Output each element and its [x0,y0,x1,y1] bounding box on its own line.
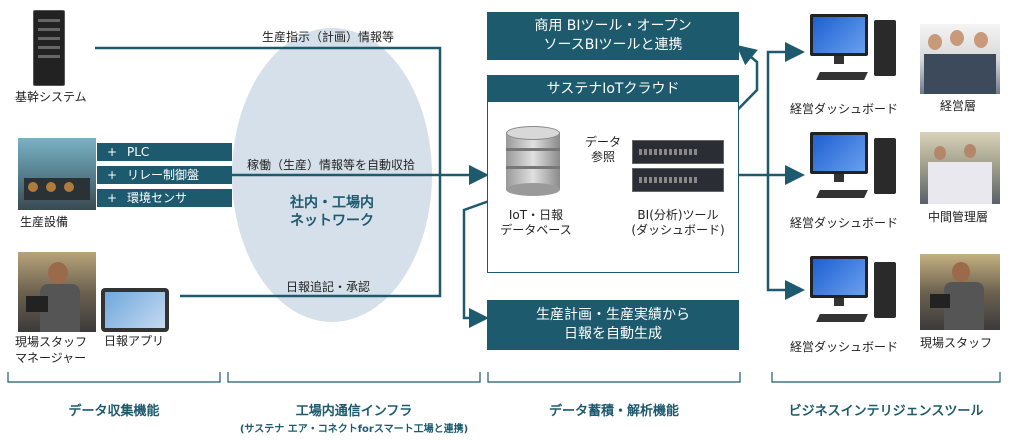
line-kikan [95,46,442,175]
tablet-icon [101,288,169,332]
managers-photo [920,132,1000,204]
category-data-collection: データ収集機能 [68,404,160,419]
pc-icon-3 [810,256,900,328]
server-tower-icon [33,10,65,86]
auto-report-box: 生産計画・生産実績から 日報を自動生成 [487,300,739,350]
category-network-infra: 工場内通信インフラ [295,404,413,419]
category-network-sub: (サステナ エア・コネクトforスマート工場と連携) [239,424,469,435]
field-staff-photo [920,254,1000,330]
kikan-label: 基幹システム [15,90,87,104]
db-label: IoT・日報 データベース [500,208,572,237]
seisan-label: 生産設備 [20,215,69,229]
dash-label-1: 経営ダッシュボード [790,102,899,116]
app-label: 日報アプリ [104,334,165,348]
dash-label-2: 経営ダッシュボード [790,216,899,230]
role-label-1: 経営層 [940,99,977,113]
database-icon [506,126,560,196]
executives-photo [920,24,1000,94]
rack-server-icon [632,140,724,196]
net-bottom-label: 日報追記・承認 [286,280,371,294]
line-app [180,175,442,298]
pc-icon-2 [810,132,900,204]
bi-tool-label: BI(分析)ツール (ダッシュボード) [631,208,725,237]
role-label-2: 中間管理層 [928,210,989,224]
tag-plc: +PLC [97,143,232,161]
ref-label: データ 参照 [584,135,621,164]
line-branch [766,42,805,175]
cloud-title: サステナIoTクラウド [488,76,738,102]
category-storage-analysis: データ蓄積・解析機能 [548,404,679,419]
factory-photo [18,138,96,210]
category-bi-tools: ビジネスインテリジェンスツール [788,404,984,419]
role-label-3: 現場スタッフ [920,336,993,350]
pc-icon-1 [810,14,900,86]
staff-label-2: マネージャー [15,351,87,365]
staff-label-1: 現場スタッフ [15,335,88,349]
network-title: 社内・工場内 ネットワーク [290,195,374,229]
dash-label-3: 経営ダッシュボード [790,340,899,354]
net-mid-label: 稼働（生産）情報等を自動収拾 [247,158,416,172]
staff-photo [18,252,96,332]
tag-sensor: +環境センサ [97,189,232,207]
tag-relay: +リレー制御盤 [97,166,232,184]
net-top-label: 生産指示（計画）情報等 [262,30,395,44]
bi-integration-box: 商用 BIツール・オープン ソースBIツールと連携 [487,12,739,60]
